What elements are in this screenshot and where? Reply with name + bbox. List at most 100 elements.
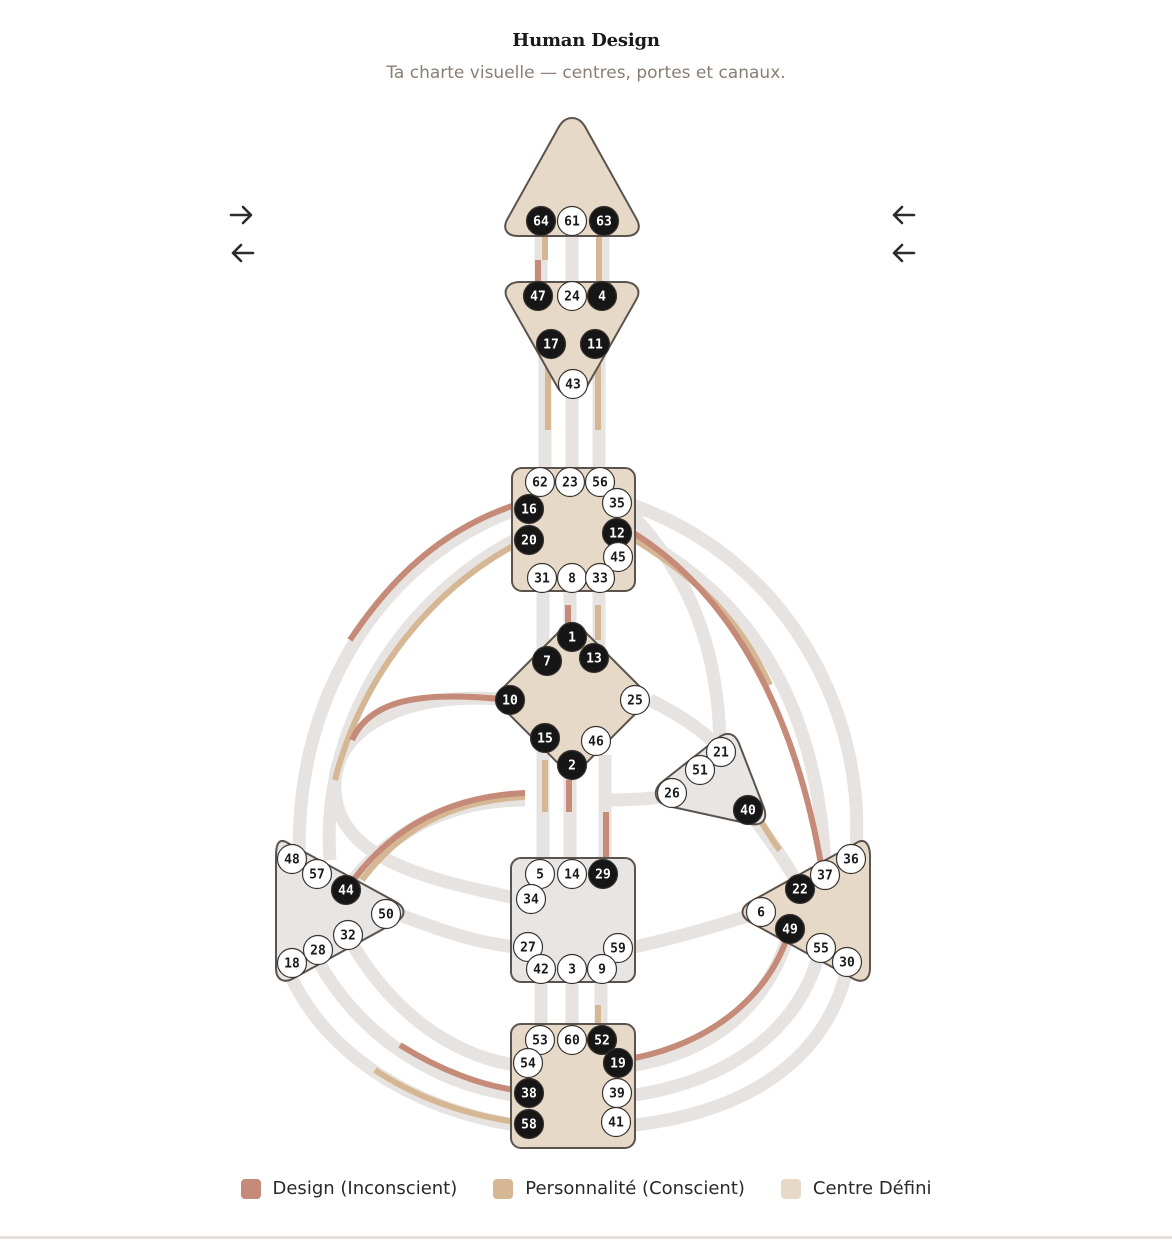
gate-36: 36: [835, 843, 867, 875]
gate-13: 13: [578, 642, 610, 674]
gate-circle: [302, 934, 334, 966]
gate-circle: [656, 777, 688, 809]
gate-label: 12: [609, 527, 625, 542]
gate-circle: [525, 205, 557, 237]
activation-44-d: [352, 790, 526, 880]
gate-label: 38: [521, 1087, 537, 1102]
gate-57: 57: [301, 858, 333, 890]
gate-label: 41: [608, 1116, 624, 1131]
gate-28: 28: [302, 934, 334, 966]
gate-label: 46: [588, 735, 604, 750]
gate-circle: [513, 524, 545, 556]
gate-20: 20: [513, 524, 545, 556]
gate-circle: [809, 859, 841, 891]
activation-58: [373, 1067, 516, 1125]
gate-label: 22: [792, 883, 808, 898]
gate-61: 61: [556, 205, 588, 237]
gate-label: 25: [627, 694, 643, 709]
gate-33: 33: [584, 562, 616, 594]
legend-swatch-defined: [780, 1178, 801, 1199]
gate-16: 16: [513, 493, 545, 525]
gate-label: 39: [609, 1087, 625, 1102]
gate-circle: [587, 858, 619, 890]
gate-circle: [276, 947, 308, 979]
gate-58: 58: [513, 1108, 545, 1140]
activation-19-49: [634, 934, 791, 1061]
gate-9: 9: [586, 953, 618, 985]
gate-60: 60: [556, 1024, 588, 1056]
activation-16: [347, 502, 516, 642]
gate-31: 31: [526, 562, 558, 594]
gate-label: 57: [309, 868, 325, 883]
activation-44-p: [359, 794, 526, 882]
gate-label: 52: [594, 1034, 610, 1049]
gate-label: 37: [817, 869, 833, 884]
gate-label: 34: [523, 893, 539, 908]
gate-label: 32: [340, 929, 356, 944]
gate-label: 10: [502, 694, 518, 709]
activation-10: [349, 693, 511, 742]
gate-circle: [524, 466, 556, 498]
gate-40: 40: [732, 794, 764, 826]
gate-44: 44: [330, 874, 362, 906]
gate-circle: [774, 913, 806, 945]
gate-label: 23: [562, 476, 578, 491]
channel-59-6: [618, 905, 763, 957]
gate-circle: [556, 1024, 588, 1056]
gate-label: 2: [568, 759, 576, 774]
gate-label: 58: [521, 1118, 537, 1133]
gate-label: 62: [532, 476, 548, 491]
gate-label: 29: [595, 868, 611, 883]
gate-19: 19: [602, 1047, 634, 1079]
gate-label: 64: [533, 215, 549, 230]
gate-8: 8: [556, 562, 588, 594]
channel-35-36: [629, 498, 864, 861]
gate-circle: [535, 328, 567, 360]
legend-label-defined: Centre Défini: [812, 1178, 932, 1199]
gate-45: 45: [602, 541, 634, 573]
gate-label: 17: [543, 338, 559, 353]
gate-circle: [584, 562, 616, 594]
gate-52: 52: [586, 1024, 618, 1056]
gate-label: 42: [533, 963, 549, 978]
gate-47: 47: [522, 280, 554, 312]
activation-20: [332, 542, 517, 781]
gate-circle: [526, 562, 558, 594]
gate-label: 4: [598, 290, 606, 305]
gate-circle: [831, 946, 863, 978]
gate-circle: [556, 621, 588, 653]
page-title: Human Design: [512, 30, 660, 51]
arrow-right-icon: [229, 205, 253, 225]
gate-label: 45: [610, 551, 626, 566]
activation-12-22: [630, 529, 825, 871]
gate-circle: [556, 749, 588, 781]
legend-swatch-design: [240, 1178, 261, 1199]
gate-circle: [556, 858, 588, 890]
gate-label: 36: [843, 853, 859, 868]
gate-circle: [554, 466, 586, 498]
arrow-left-icon: [892, 243, 916, 263]
gate-circle: [332, 919, 364, 951]
gate-15: 15: [529, 722, 561, 754]
gate-49: 49: [774, 913, 806, 945]
gate-circle: [531, 645, 563, 677]
gate-circle: [513, 1108, 545, 1140]
channel-10-34: [328, 691, 527, 907]
channel-20-57: [322, 534, 519, 861]
gate-50: 50: [370, 898, 402, 930]
gate-circle: [584, 466, 616, 498]
gate-label: 31: [534, 572, 550, 587]
gate-label: 28: [310, 944, 326, 959]
gate-circle: [586, 280, 618, 312]
channel-50-27: [397, 908, 529, 955]
legend-swatch-personality: [493, 1178, 514, 1199]
activation-40: [757, 818, 783, 853]
gate-18: 18: [276, 947, 308, 979]
gate-label: 5: [536, 868, 544, 883]
gate-circle: [494, 684, 526, 716]
gate-circle: [525, 953, 557, 985]
gate-label: 44: [338, 884, 354, 899]
gate-circle: [276, 843, 308, 875]
channel-28-38: [309, 951, 516, 1102]
